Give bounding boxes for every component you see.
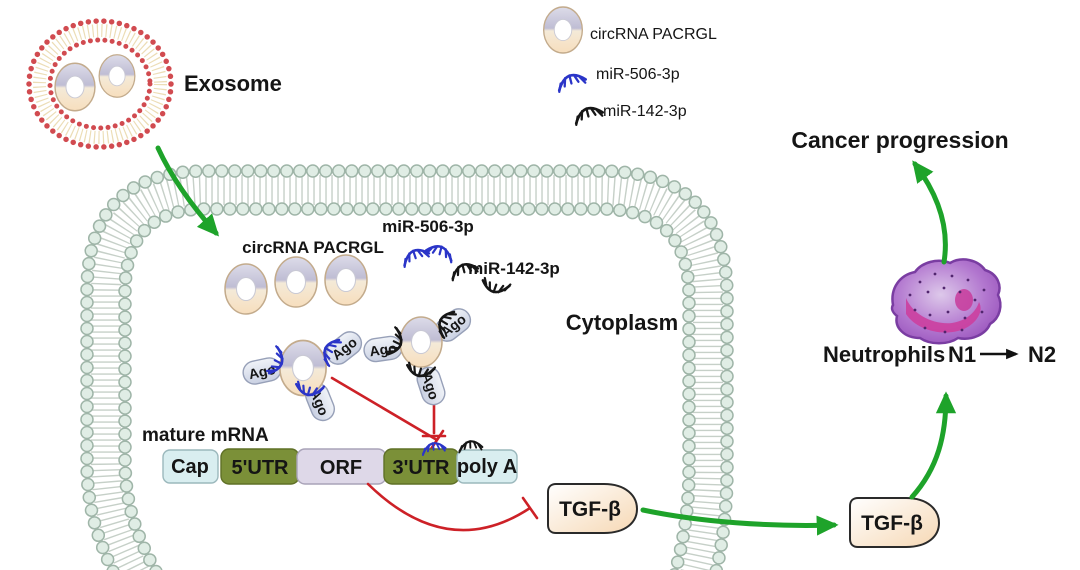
mir506-cell-label: miR-506-3p	[382, 217, 474, 236]
circrna-icon	[399, 316, 443, 368]
tgfb-intracellular-label: TGF-β	[559, 498, 621, 521]
exosome-inner-ring	[47, 37, 153, 131]
ago-protein: Ago	[325, 331, 363, 365]
cancer-progression-arrow	[912, 160, 948, 265]
5utr-label: 5'UTR	[232, 457, 290, 479]
exosome-outer-ring	[26, 18, 174, 150]
neutrophils-label: Neutrophils	[823, 342, 945, 367]
3utr-label: 3'UTR	[393, 457, 451, 479]
mir506-icon	[398, 244, 432, 269]
circrna-cell-label: circRNA PACRGL	[242, 238, 384, 257]
mir142-icon	[571, 102, 606, 127]
circrna-icon	[98, 54, 136, 98]
neutrophil-granules	[908, 272, 986, 334]
cytoplasm-label: Cytoplasm	[566, 310, 678, 335]
circrna-icon	[224, 263, 268, 315]
ago-protein: Ago	[242, 357, 282, 385]
mir142-cell-label: miR-142-3p	[468, 259, 560, 278]
membrane-tails	[91, 175, 723, 570]
legend-mir506-label: miR-506-3p	[596, 66, 680, 83]
neutrophil-cell	[890, 258, 1002, 345]
n2-label: N2	[1028, 342, 1056, 367]
ago-complex-mir506: Ago Ago Ago	[242, 331, 363, 422]
mature-mrna: mature mRNA Cap 5'UTR ORF 3'UTR poly A	[142, 425, 518, 485]
neutrophil-activation-arrow	[909, 391, 957, 500]
mrna-segment-cap	[162, 449, 219, 484]
cell-membrane	[80, 164, 734, 570]
orf-label: ORF	[320, 457, 362, 479]
mrna-segment-polya	[456, 449, 518, 484]
exosome-vesicle	[26, 18, 174, 150]
neutrophil-nucleus	[906, 298, 981, 333]
mir506-icon	[554, 69, 589, 94]
mir142-icon	[479, 275, 512, 298]
mrna-label: mature mRNA	[142, 425, 269, 446]
legend-circrna-label: circRNA PACRGL	[590, 26, 717, 43]
exosome-label: Exosome	[184, 71, 282, 96]
circrna-icon	[542, 6, 584, 54]
exosome-uptake-arrow	[155, 145, 220, 237]
legend: circRNA PACRGL miR-506-3p miR-142-3p	[542, 6, 717, 127]
circrna-icon	[54, 62, 96, 112]
tgfb-secretion-arrow	[640, 507, 839, 536]
ago-complex-mir142: Ago Ago Ago	[363, 306, 472, 406]
inhibit-tgfb-line	[366, 482, 539, 532]
cancer-progression-label: Cancer progression	[791, 127, 1008, 153]
tgfb-secreted-label: TGF-β	[861, 512, 923, 535]
polya-label: poly A	[457, 456, 517, 478]
exosome-lipid-band	[33, 24, 167, 144]
legend-mir142-label: miR-142-3p	[603, 103, 687, 120]
circrna-icon	[324, 254, 368, 306]
cap-label: Cap	[171, 456, 209, 478]
svg-text:Ago: Ago	[247, 361, 277, 382]
inhibit-mir142-line	[421, 402, 447, 438]
circrna-icon	[274, 256, 318, 308]
n1-label: N1	[948, 342, 976, 367]
svg-text:Ago: Ago	[419, 371, 443, 402]
